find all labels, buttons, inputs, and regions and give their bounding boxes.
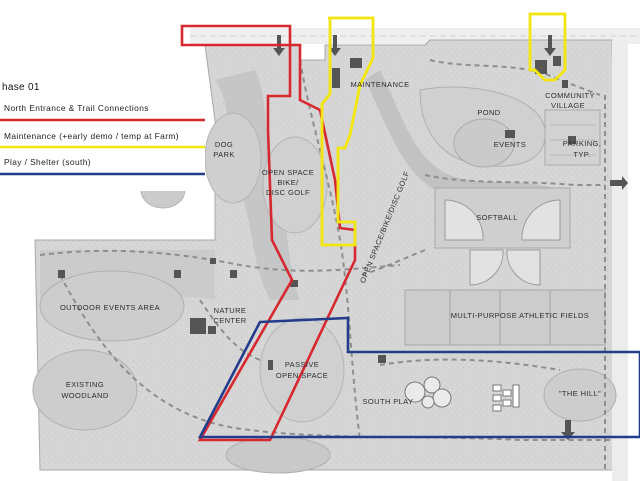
outdoor-events-oval	[39, 270, 185, 342]
label-passive-2: OPEN SPACE	[276, 371, 328, 380]
athletic-field-lines	[449, 290, 551, 345]
south-play-circles	[404, 376, 452, 409]
label-community-2: VILLAGE	[551, 101, 585, 110]
label-softball: SOFTBALL	[476, 213, 518, 222]
label-open-space-3: DISC GOLF	[266, 188, 310, 197]
athletic-fields	[404, 289, 606, 346]
label-outdoor-events: OUTDOOR EVENTS AREA	[60, 303, 160, 312]
softball-diamond-4	[506, 249, 541, 286]
legend-item-maintenance-label: Maintenance (+early demo / temp at Farm)	[4, 131, 179, 141]
label-maintenance: MAINTENANCE	[351, 80, 410, 89]
label-open-space-2: BIKE/	[277, 178, 299, 187]
label-south-play: SOUTH PLAY	[363, 397, 414, 406]
label-events: EVENTS	[494, 140, 526, 149]
label-open-space-1: OPEN SPACE	[262, 168, 314, 177]
softball-diamond-2	[521, 199, 561, 241]
label-athletic-fields: MULTI-PURPOSE ATHLETIC FIELDS	[451, 311, 589, 320]
legend-item-north-entrance-label: North Entrance & Trail Connections	[4, 103, 149, 113]
legend-title: hase 01	[2, 82, 40, 93]
label-parking-2: TYP.	[573, 150, 590, 159]
phase-play-shelter-outline	[197, 316, 640, 439]
east-road	[612, 40, 628, 481]
softball-diamond-1	[444, 199, 484, 241]
legend-background	[0, 76, 205, 191]
label-dog-park-1: DOG	[215, 140, 233, 149]
legend-item-play-shelter-label: Play / Shelter (south)	[4, 157, 91, 167]
label-passive-1: PASSIVE	[285, 360, 319, 369]
the-hill-oval	[543, 368, 617, 422]
label-community-1: COMMUNITY	[545, 91, 595, 100]
events-lawn	[453, 118, 515, 168]
phase-maintenance-outline-east	[528, 12, 567, 82]
phase-maintenance-outline-west	[320, 16, 375, 247]
label-nature-2: CENTER	[213, 316, 246, 325]
label-existing-1: EXISTING	[66, 380, 104, 389]
label-existing-2: WOODLAND	[61, 391, 109, 400]
trail-network	[39, 59, 610, 470]
open-space-area	[262, 136, 328, 234]
label-dog-park-2: PARK	[213, 150, 234, 159]
label-pond: POND	[477, 108, 500, 117]
label-nature-1: NATURE	[214, 306, 247, 315]
phase-north-entrance-outline	[180, 24, 357, 442]
label-parking-1: PARKING,	[563, 139, 601, 148]
pond-woods	[365, 70, 560, 205]
label-the-hill: "THE HILL"	[559, 389, 601, 398]
buildings	[58, 56, 576, 370]
south-oval	[225, 436, 331, 474]
south-play-courts	[492, 384, 520, 412]
legend: hase 01 North Entrance & Trail Connectio…	[0, 76, 205, 191]
softball-diamond-3	[469, 249, 504, 286]
existing-woodland-oval	[32, 349, 138, 431]
